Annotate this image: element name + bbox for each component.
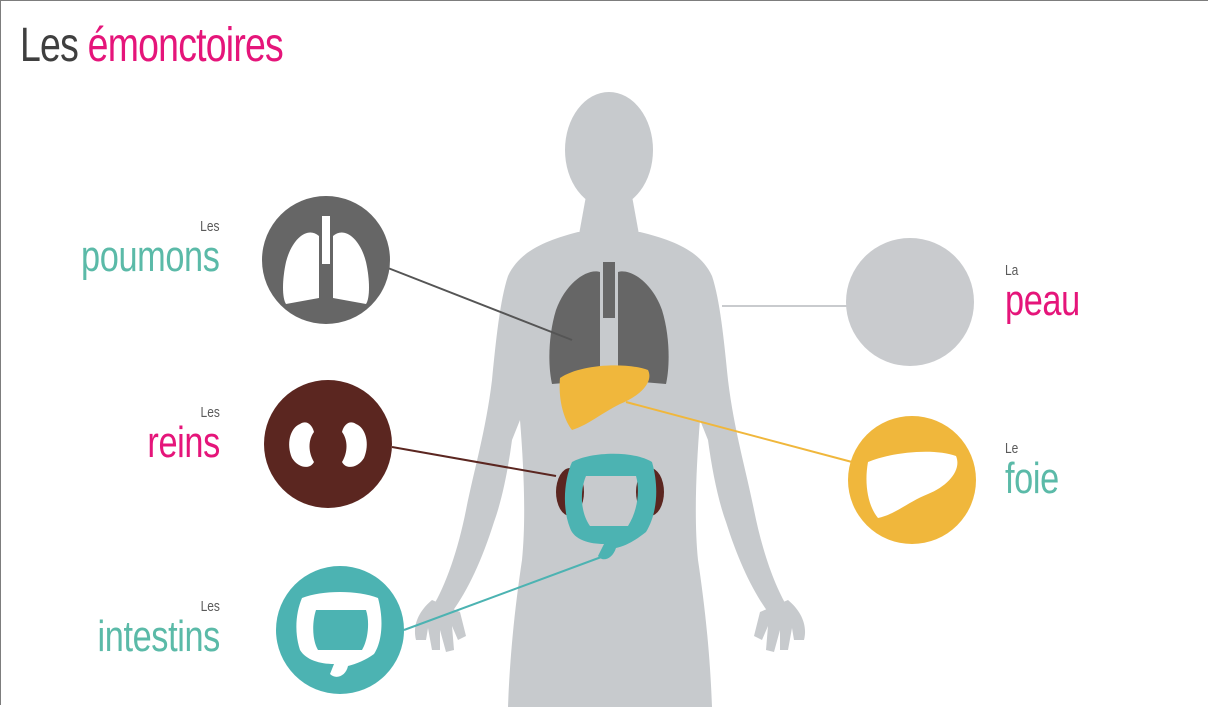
lungs-icon [262,196,390,324]
label-reins: Les reins [127,404,220,465]
label-peau: La peau [1005,262,1101,323]
label-foie: Le foie [1005,440,1074,501]
label-intestins-word: intestins [98,615,220,659]
intestines-icon [276,566,404,694]
label-foie-word: foie [1005,457,1059,501]
label-poumons: Les poumons [42,218,220,279]
skin-icon [846,238,974,366]
label-peau-word: peau [1005,279,1080,323]
label-reins-word: reins [148,421,220,465]
kidneys-icon [264,380,392,508]
label-intestins: Les intestins [63,598,220,659]
label-poumons-word: poumons [82,235,220,279]
liver-icon [848,416,976,544]
